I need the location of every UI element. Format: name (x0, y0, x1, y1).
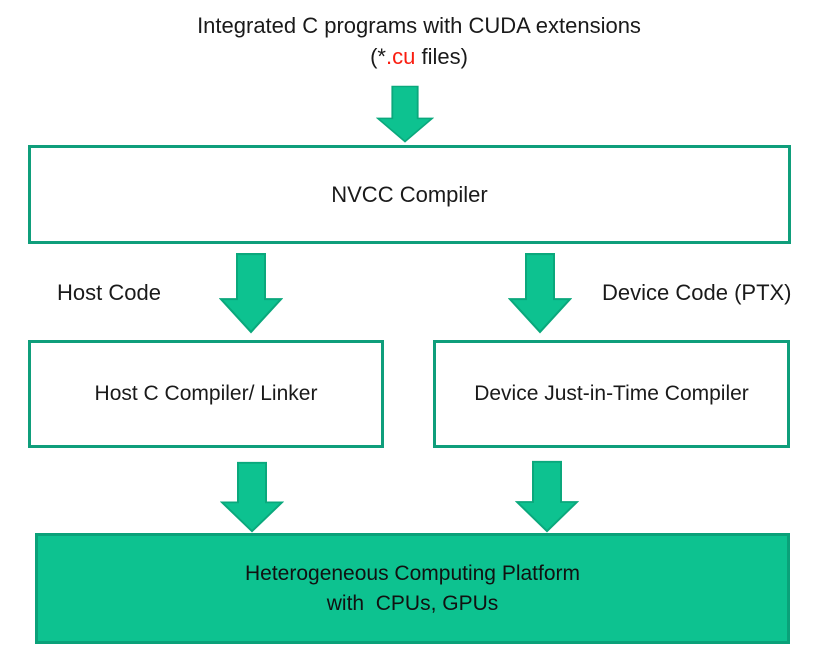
device-jit-compiler-box: Device Just-in-Time Compiler (433, 340, 790, 448)
title-line-2: (*.cu files) (0, 41, 838, 72)
down-arrow-icon (515, 460, 579, 533)
title-line-1-text: Integrated C programs with CUDA extensio… (197, 13, 641, 38)
cu-extension-highlight: .cu (385, 44, 416, 69)
device-jit-compiler-label: Device Just-in-Time Compiler (474, 382, 749, 405)
title-line-2-suffix: files) (415, 44, 468, 69)
host-compiler-box: Host C Compiler/ Linker (28, 340, 384, 448)
heterogeneous-platform-box: Heterogeneous Computing Platform with CP… (35, 533, 790, 644)
title-line-2-prefix: (* (370, 44, 386, 69)
host-code-edge-label: Host Code (57, 280, 161, 306)
nvcc-compiler-box: NVCC Compiler (28, 145, 791, 244)
host-compiler-label: Host C Compiler/ Linker (94, 382, 318, 405)
nvcc-compiler-label: NVCC Compiler (331, 181, 488, 207)
down-arrow-icon (220, 461, 284, 533)
platform-label-line-2: with CPUs, GPUs (326, 591, 499, 615)
down-arrow-icon (508, 253, 572, 334)
device-code-text: Device Code (PTX) (602, 280, 792, 305)
diagram-title: Integrated C programs with CUDA extensio… (0, 10, 838, 72)
platform-label-line-1: Heterogeneous Computing Platform (244, 561, 580, 585)
title-line-1: Integrated C programs with CUDA extensio… (0, 10, 838, 41)
down-arrow-icon (376, 85, 434, 143)
device-code-edge-label: Device Code (PTX) (602, 280, 792, 306)
host-code-text: Host Code (57, 280, 161, 305)
down-arrow-icon (219, 253, 283, 334)
